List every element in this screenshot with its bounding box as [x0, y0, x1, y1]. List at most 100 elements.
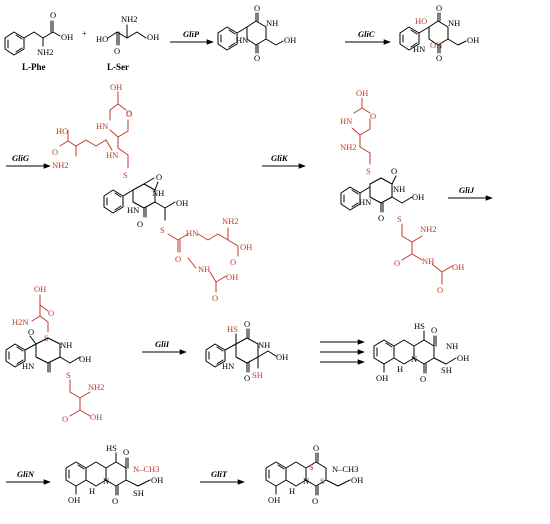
gsh2-oh2-label: OH	[226, 272, 238, 282]
enzyme-glii-label: GliI	[155, 339, 170, 349]
cysgly1-o-label: O	[370, 111, 376, 121]
cyclo-h-label: H	[397, 364, 403, 374]
ser-nh2-label: NH2	[121, 14, 138, 24]
dithiol-hn-label: HN	[222, 361, 234, 371]
cysgly-core-hn-label: HN	[359, 197, 371, 207]
gliotoxin-o1-label: O	[313, 443, 319, 453]
gliotoxin-oh-label: OH	[268, 495, 280, 505]
methyl-nch3-label: N–CH3	[133, 464, 159, 474]
cysgly2-nh-label: NH	[422, 256, 434, 266]
gsh1-o2-label: O	[126, 109, 132, 119]
diketopiperazine-structure: O O HN NH OH	[217, 3, 296, 63]
cysgly1-nh2-label: NH2	[340, 142, 357, 152]
dkp-nh-label: NH	[266, 18, 278, 28]
enzyme-glik-label: GliK	[271, 153, 289, 163]
methyl-n-label: N	[103, 476, 109, 486]
dihydroxy-oh3-label: OH	[467, 35, 479, 45]
gsh2-o3-label: O	[212, 293, 218, 303]
phe-nh2-label: NH2	[37, 47, 54, 57]
cys1-h2n-label: H2N	[12, 317, 29, 327]
core-hn-label: HN	[127, 205, 139, 215]
l-phe-name: L-Phe	[22, 62, 46, 72]
core-oh-label: OH	[176, 198, 188, 208]
gsh2-nh2-label: NH2	[222, 216, 239, 226]
gsh1-oh-label: OH	[110, 82, 122, 92]
ser-ho-label: HO	[96, 34, 108, 44]
cyclo-sh-label: SH	[441, 365, 452, 375]
enzyme-glip-label: GliP	[183, 29, 200, 39]
cys2-oh-label: OH	[90, 412, 102, 422]
plus-sign: +	[82, 28, 87, 38]
enzyme-glit-label: GliT	[211, 469, 228, 479]
methyl-o1-label: O	[123, 447, 129, 457]
cyclo-o2-label: O	[420, 374, 426, 384]
dkp-oh-label: OH	[284, 35, 296, 45]
gsh2-nh-label: NH	[198, 264, 210, 274]
cysgly-core-o2-label: O	[378, 213, 384, 223]
cysgly2-o-label: O	[394, 258, 400, 268]
gliotoxin-h-label: H	[289, 486, 295, 496]
cys1-s-label: S	[44, 333, 49, 343]
cys2-o-label: O	[62, 414, 68, 424]
cyclo-o1-label: O	[431, 325, 437, 335]
l-ser-name: L-Ser	[107, 62, 129, 72]
gliotoxin-structure: O S N–CH3 S N OH H O OH	[265, 443, 363, 506]
cyclo-oh2-label: OH	[457, 353, 469, 363]
cyclohexadiene-intermediate-structure: HS O NH N OH H O SH OH	[373, 321, 469, 384]
cysgly-core-nh-label: NH	[393, 184, 405, 194]
cys-core-nh-label: NH	[60, 340, 72, 350]
gsh1-nh2-label: NH2	[52, 160, 69, 170]
dithiol-o1-label: O	[244, 319, 250, 329]
cys-core-hn-label: HN	[22, 361, 34, 371]
cysgly2-oh-label: OH	[452, 262, 464, 272]
cys2-s-label: S	[66, 370, 71, 380]
gsh1-hn2-label: HN	[106, 150, 118, 160]
gliotoxin-o2-label: O	[312, 496, 318, 506]
cys-core-oh-label: OH	[79, 354, 91, 364]
gsh2-hn-label: HN	[186, 228, 198, 238]
cysgly2-nh2-label: NH2	[420, 224, 437, 234]
dithiol-o2-label: O	[244, 373, 250, 383]
cyclo-oh-label: OH	[376, 373, 388, 383]
cys-core-o1-label: O	[28, 327, 34, 337]
cyclo-nh-label: NH	[446, 341, 458, 351]
dihydroxy-oh-label: OH	[430, 40, 442, 50]
phe-oh-label: OH	[61, 32, 73, 42]
gsh2-s-label: S	[160, 225, 165, 235]
dihydroxy-dkp-structure: O O HO OH NH HN OH	[399, 3, 479, 63]
gsh1-o-label: O	[126, 108, 132, 118]
enzyme-glin-label: GliN	[17, 469, 35, 479]
dkp-o2-label: O	[254, 53, 260, 63]
cys2-nh2-label: NH2	[88, 382, 105, 392]
dihydroxy-hn-label: HN	[413, 44, 425, 54]
cys1-o-label: O	[48, 308, 54, 318]
enzyme-glig-label: GliG	[12, 153, 30, 163]
l-phe-structure: O OH NH2 L-Phe	[4, 10, 73, 72]
core-o1-label: O	[156, 172, 162, 182]
core-o2-label: O	[137, 219, 143, 229]
ser-o-label: O	[114, 46, 120, 56]
dithiol-nh-label: NH	[258, 340, 270, 350]
gsh1-o3-label: O	[52, 147, 58, 157]
cyclo-hs-label: HS	[414, 321, 425, 331]
bis-cysgly-adduct-structure: OH O HN NH2 S O O NH HN OH S NH2	[340, 88, 464, 295]
enzyme-glic-label: GliC	[358, 29, 375, 39]
gliotoxin-oh2-label: OH	[351, 475, 363, 485]
dithiol-oh-label: OH	[276, 352, 288, 362]
dkp-hn-label: HN	[236, 35, 248, 45]
gsh1-hn-label: HN	[96, 121, 108, 131]
dihydroxy-o1-label: O	[436, 3, 442, 13]
bis-cys-adduct-structure: OH O H2N S O NH HN OH S NH2 O OH	[5, 284, 105, 424]
methyl-h-label: H	[89, 486, 95, 496]
methyl-oh2-label: OH	[151, 475, 163, 485]
cysgly1-hn-label: HN	[340, 116, 352, 126]
ser-oh-label: OH	[147, 32, 159, 42]
dihydroxy-nh-label: NH	[448, 18, 460, 28]
cysgly2-o2-label: O	[437, 285, 443, 295]
cysgly1-oh-label: OH	[356, 88, 368, 98]
dithiol-structure: HS O NH HN O SH OH	[205, 319, 288, 383]
gliotoxin-s2-label: S	[320, 476, 325, 486]
dihydroxy-o2-label: O	[436, 53, 442, 63]
gliotoxin-nch3-label: N–CH3	[332, 464, 358, 474]
